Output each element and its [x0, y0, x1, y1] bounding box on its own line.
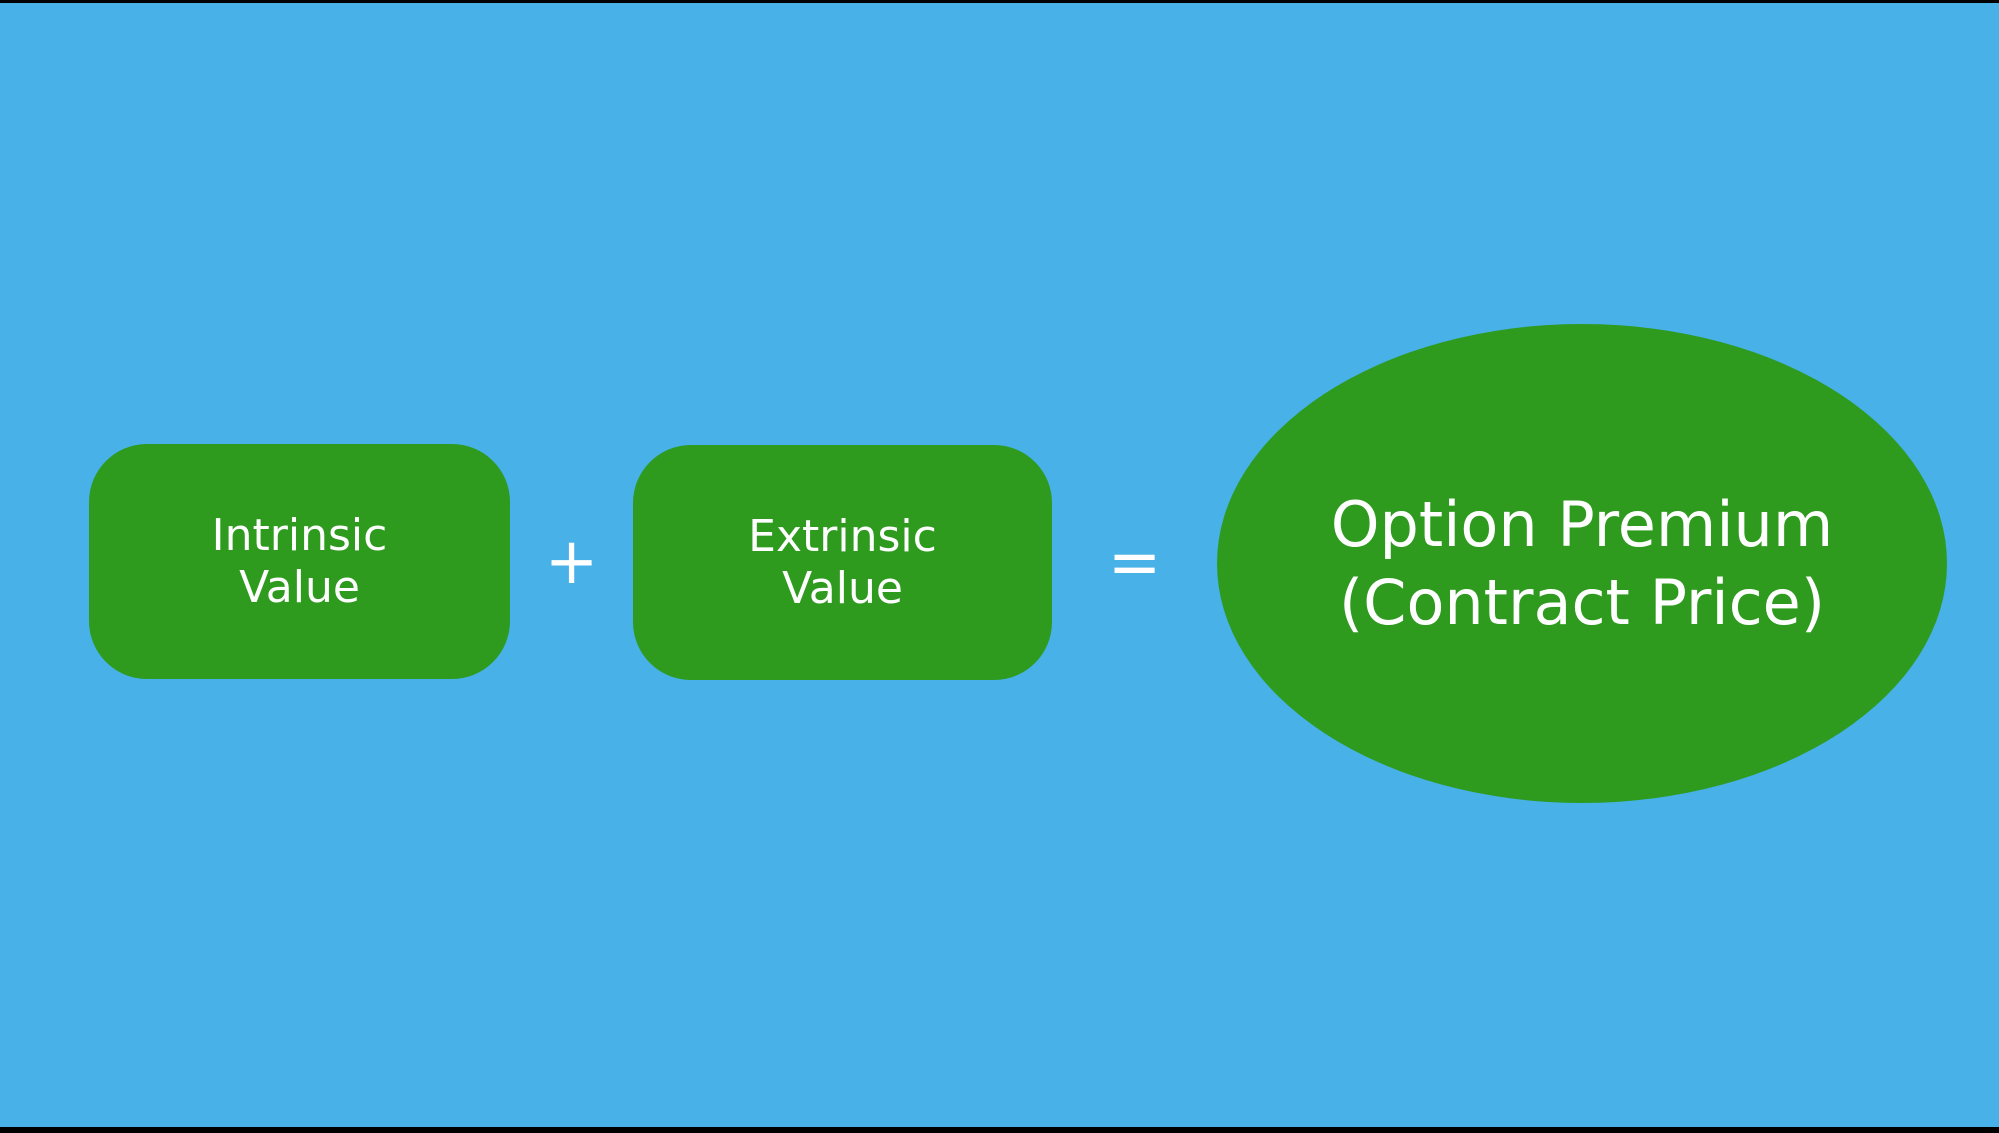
plus-sign: +: [544, 524, 599, 599]
option-premium-label-line2: (Contract Price): [1338, 565, 1826, 639]
equals-sign: =: [1107, 525, 1162, 600]
intrinsic-value-label-line1: Intrinsic: [211, 509, 388, 561]
letterbox-top-bar: [0, 0, 1999, 3]
plus-operator: +: [510, 444, 633, 679]
intrinsic-value-label-line2: Value: [239, 561, 360, 613]
extrinsic-value-label-line2: Value: [782, 562, 903, 614]
option-premium-ellipse: Option Premium (Contract Price): [1217, 324, 1947, 803]
intrinsic-value-box: Intrinsic Value: [89, 444, 510, 679]
extrinsic-value-label-line1: Extrinsic: [748, 510, 937, 562]
letterbox-bottom-bar: [0, 1127, 1999, 1133]
equals-operator: =: [1052, 445, 1217, 680]
extrinsic-value-box: Extrinsic Value: [633, 445, 1052, 680]
option-premium-label-line1: Option Premium: [1330, 487, 1834, 561]
